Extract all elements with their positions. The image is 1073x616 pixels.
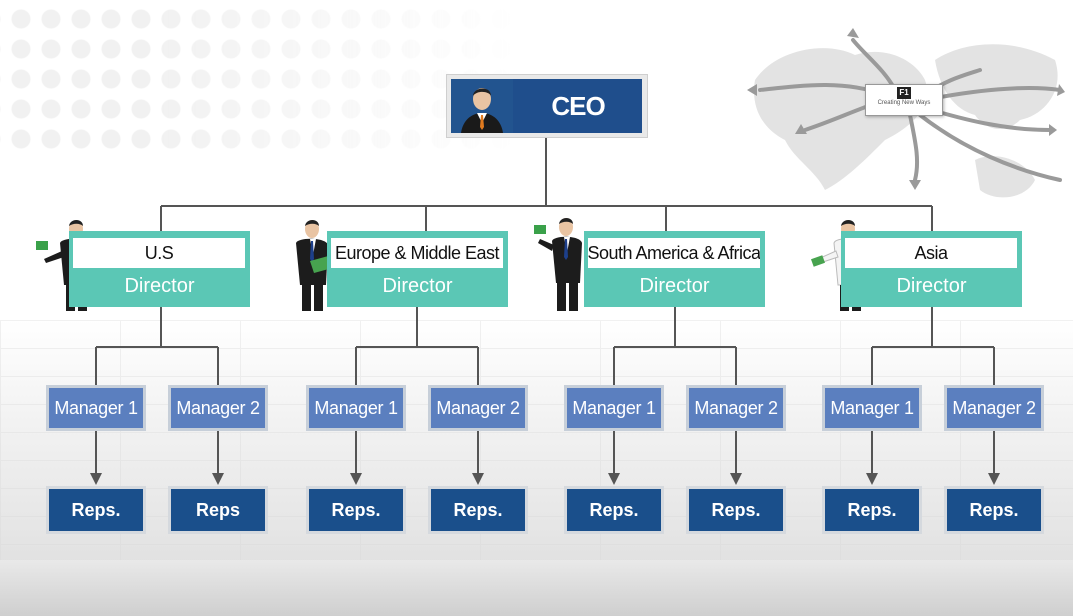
ceo-label: CEO	[551, 90, 605, 121]
manager-box[interactable]: Manager 1	[822, 385, 922, 431]
ceo-box[interactable]: CEO	[446, 74, 648, 138]
director-title-label: Director	[124, 274, 195, 297]
director-region-label: South America & Africa	[588, 238, 760, 268]
manager-box[interactable]: Manager 2	[428, 385, 528, 431]
reps-box[interactable]: Reps.	[564, 486, 664, 534]
decorative-dot-pattern	[0, 0, 520, 150]
director-europe-figure-icon	[296, 220, 336, 311]
director-region-label: U.S	[73, 238, 245, 268]
manager-box[interactable]: Manager 2	[168, 385, 268, 431]
director-box-us[interactable]: U.S Director	[69, 231, 250, 307]
reps-box[interactable]: Reps.	[306, 486, 406, 534]
manager-box[interactable]: Manager 2	[686, 385, 786, 431]
reps-box[interactable]: Reps.	[822, 486, 922, 534]
reps-box[interactable]: Reps	[168, 486, 268, 534]
manager-box[interactable]: Manager 2	[944, 385, 1044, 431]
director-title-label: Director	[896, 274, 967, 297]
floor-background	[0, 560, 1073, 616]
director-title-label: Director	[639, 274, 710, 297]
reps-box[interactable]: Reps.	[944, 486, 1044, 534]
director-south-america-figure-icon	[534, 218, 582, 311]
world-map-graphic	[747, 28, 1065, 198]
company-logo-tagline: Creating New Ways	[877, 100, 931, 106]
manager-box[interactable]: Manager 1	[306, 385, 406, 431]
director-box-south-america-africa[interactable]: South America & Africa Director	[584, 231, 765, 307]
director-box-asia[interactable]: Asia Director	[841, 231, 1022, 307]
reps-box[interactable]: Reps.	[686, 486, 786, 534]
director-title-label: Director	[382, 274, 453, 297]
company-logo-card: F1 Creating New Ways	[865, 84, 943, 116]
ceo-avatar	[451, 79, 513, 133]
reps-box[interactable]: Reps.	[46, 486, 146, 534]
manager-box[interactable]: Manager 1	[564, 385, 664, 431]
company-logo-mark: F1	[897, 87, 911, 99]
director-box-europe-middle-east[interactable]: Europe & Middle East Director	[327, 231, 508, 307]
director-region-label: Europe & Middle East	[331, 238, 503, 268]
director-region-label: Asia	[845, 238, 1017, 268]
reps-box[interactable]: Reps.	[428, 486, 528, 534]
manager-box[interactable]: Manager 1	[46, 385, 146, 431]
